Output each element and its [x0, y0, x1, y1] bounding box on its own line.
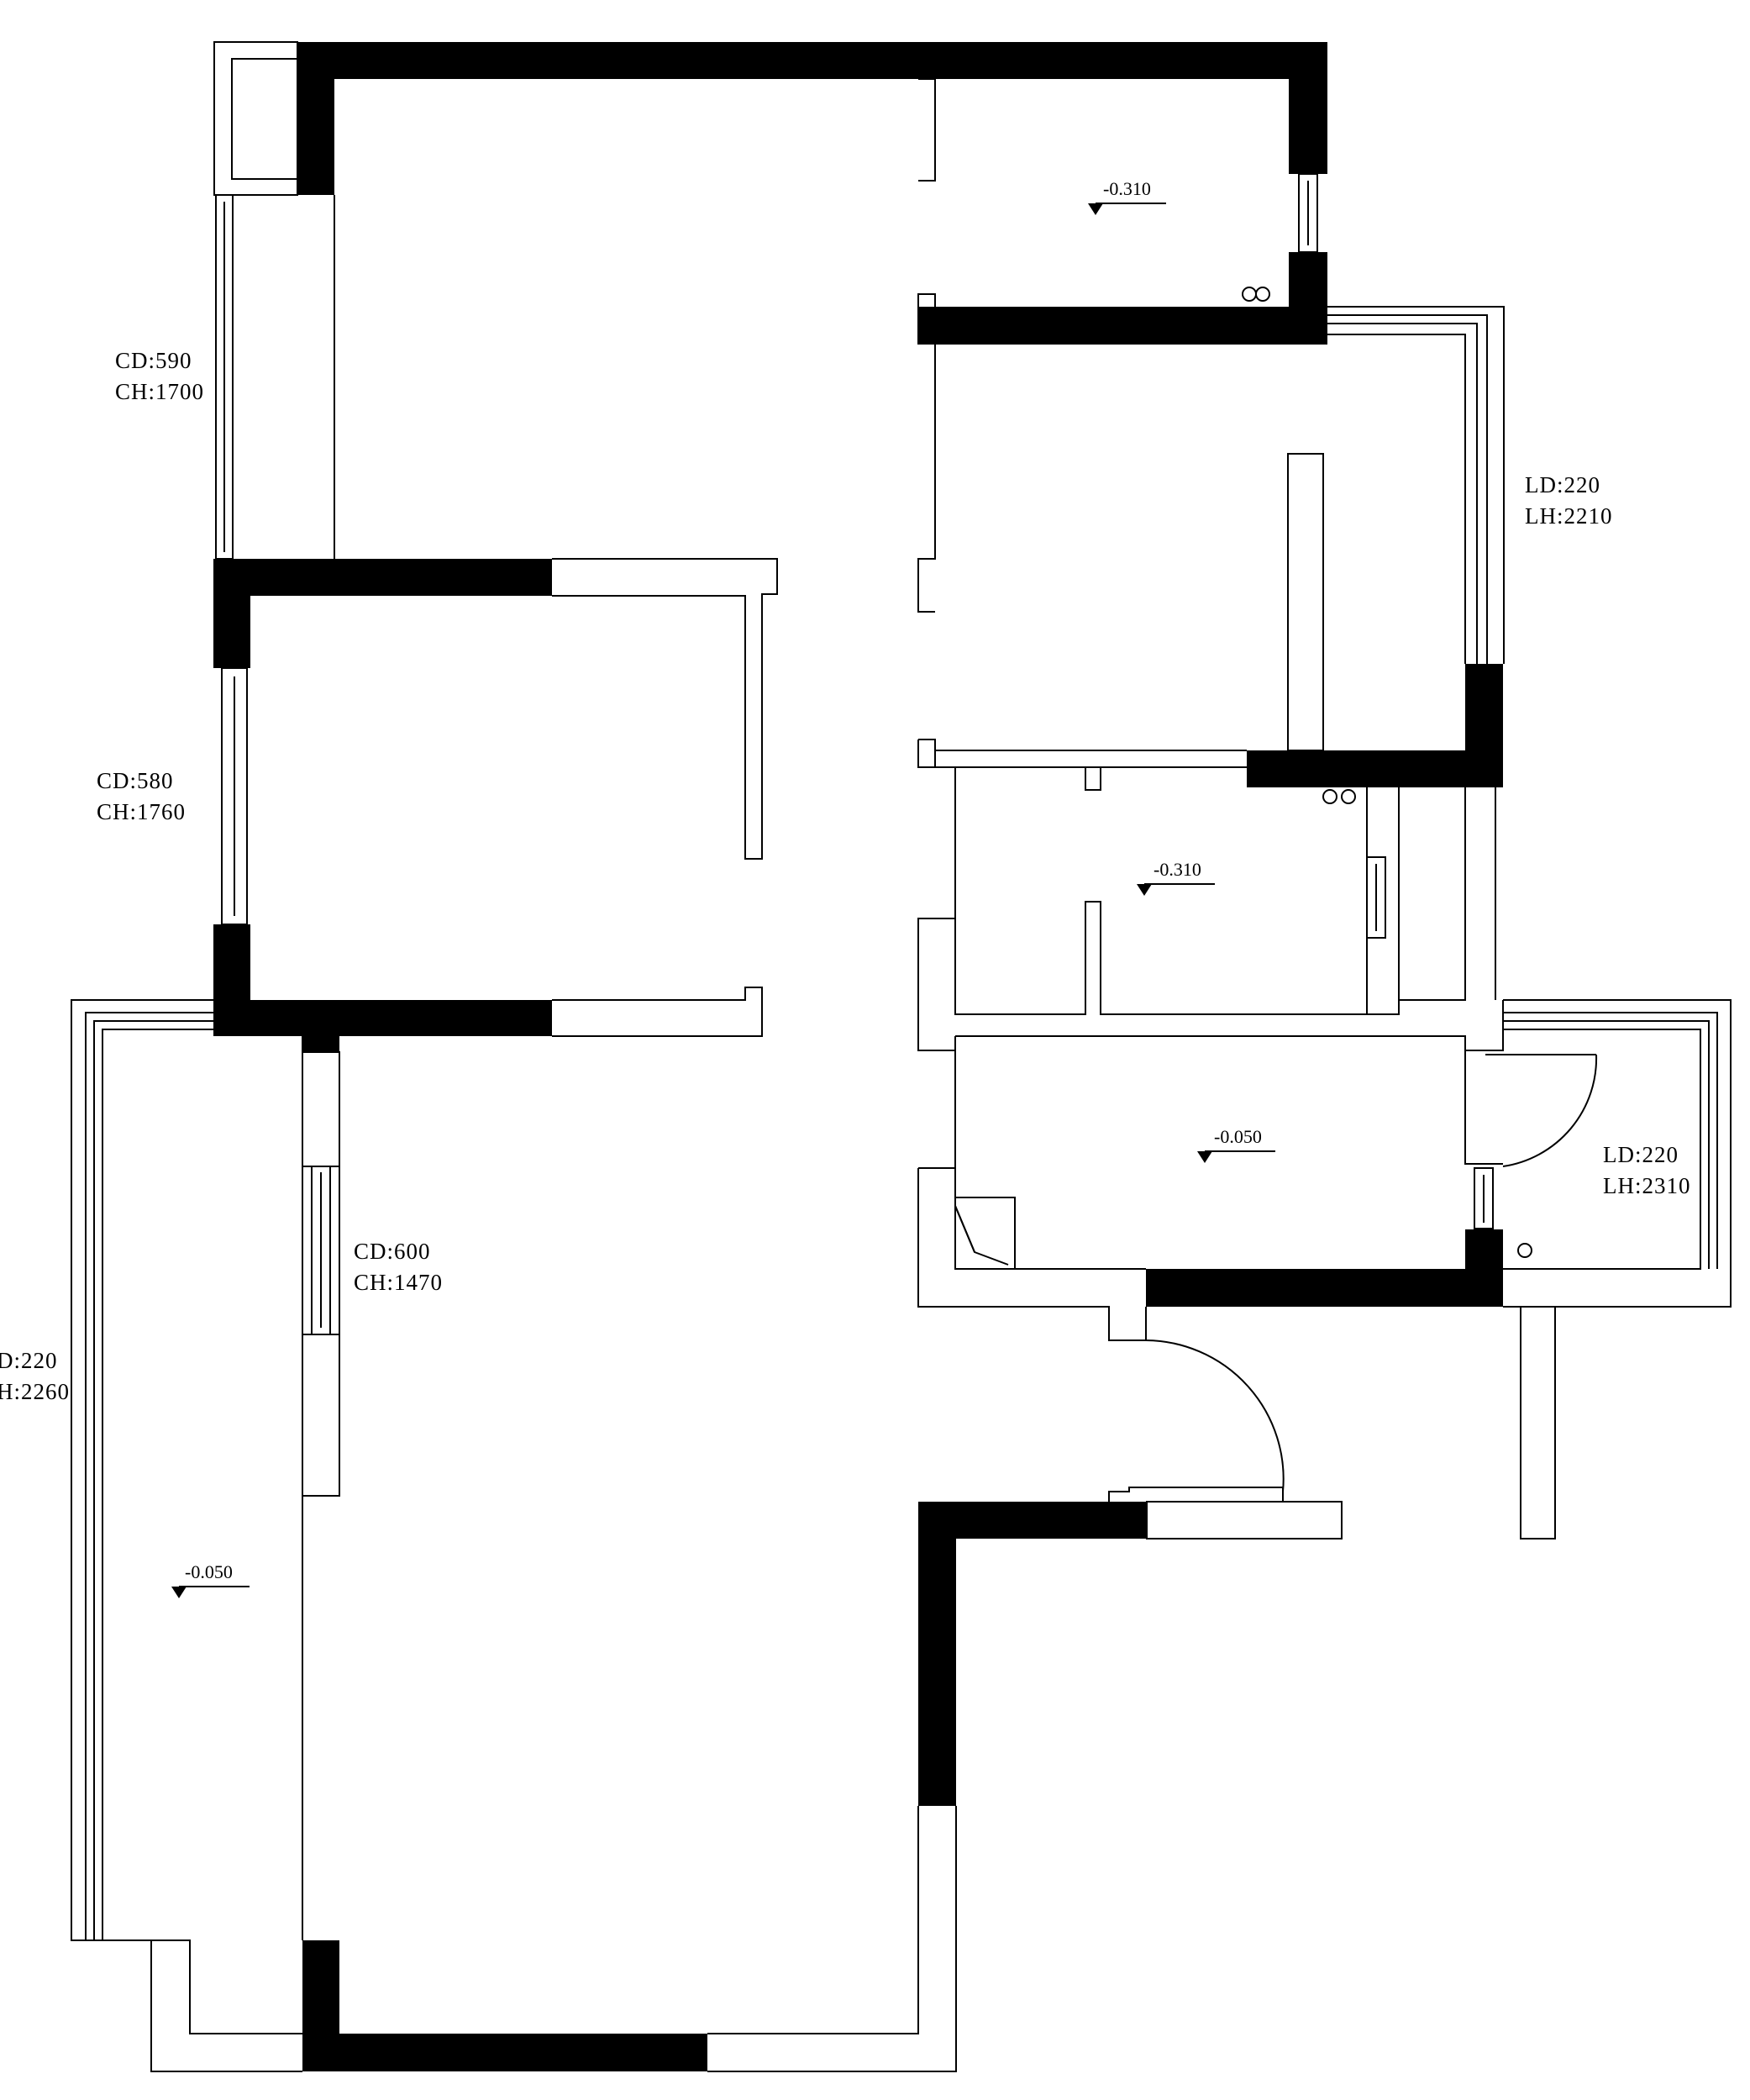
note-ld2210-lh: LH:2210: [1525, 503, 1613, 529]
window-kitchen: [1474, 1167, 1494, 1229]
window-cd590-frame: [215, 194, 234, 560]
note-cd590-cd: CD:590: [115, 348, 192, 373]
note-ld2310-ld: LD:220: [1603, 1142, 1679, 1167]
wall-top-left-stub: [297, 42, 334, 195]
svg-text:-0.310: -0.310: [1154, 859, 1201, 880]
window-box-top-left-inner: [231, 58, 298, 180]
wall-bath-bottom: [918, 307, 1327, 345]
note-ld2260-lh: H:2260: [0, 1379, 70, 1404]
window-annotations: CD:590 CH:1700 CD:580 CH:1760 CD:600 CH:…: [0, 348, 1691, 1404]
svg-text:-0.050: -0.050: [185, 1561, 233, 1582]
wall-bedroom-bottom: [213, 1000, 552, 1036]
note-cd580-ch: CH:1760: [97, 799, 186, 824]
wall-top-right-upper: [1289, 42, 1327, 174]
thin-partitions: [71, 41, 1732, 2072]
wall-bedroom-bottom-stub: [302, 1000, 339, 1052]
balcony-door-swing: [1502, 1054, 1598, 1167]
level-markers: -0.310 -0.310 -0.050 -0.050: [171, 178, 1275, 1598]
level-mark-top-bath: -0.310: [1088, 178, 1166, 215]
entry-side-wall: [1146, 1501, 1343, 1539]
note-cd580-cd: CD:580: [97, 768, 174, 793]
window-box-top-left: [213, 41, 298, 196]
window-cd580-frame: [221, 667, 248, 925]
entry-door-swing: [1145, 1339, 1285, 1492]
wall-entrance-top: [918, 1502, 1147, 1539]
window-top-bath: [1298, 173, 1318, 253]
wall-bottom: [302, 2034, 707, 2071]
window-cd600-frame: [302, 1051, 340, 1497]
structural-walls: [213, 42, 1503, 2071]
wall-bottom-left: [302, 1940, 339, 2071]
wall-kitchen-bottom: [1146, 1269, 1503, 1307]
balcony-post: [1520, 1306, 1556, 1539]
wall-top: [297, 42, 1327, 79]
level-mark-balcony: -0.050: [171, 1561, 250, 1598]
note-ld2210-ld: LD:220: [1525, 472, 1600, 497]
note-cd600-cd: CD:600: [354, 1239, 431, 1264]
wall-kitchen-right-stub: [1465, 1229, 1503, 1307]
svg-text:-0.310: -0.310: [1103, 178, 1151, 199]
note-ld2310-lh: LH:2310: [1603, 1173, 1691, 1198]
level-mark-mid-bath: -0.310: [1137, 859, 1215, 896]
svg-text:-0.050: -0.050: [1214, 1126, 1262, 1147]
wall-right-horizontal: [1247, 750, 1503, 787]
wall-bedroom-top: [213, 559, 552, 596]
level-mark-kitchen: -0.050: [1197, 1126, 1275, 1163]
wall-entrance-left: [918, 1502, 956, 1806]
wardrobe-partition: [1287, 453, 1324, 751]
note-cd600-ch: CH:1470: [354, 1270, 443, 1295]
note-ld2260-ld: D:220: [0, 1348, 58, 1373]
wall-bedroom-left-upper: [213, 559, 250, 668]
note-cd590-ch: CH:1700: [115, 379, 204, 404]
